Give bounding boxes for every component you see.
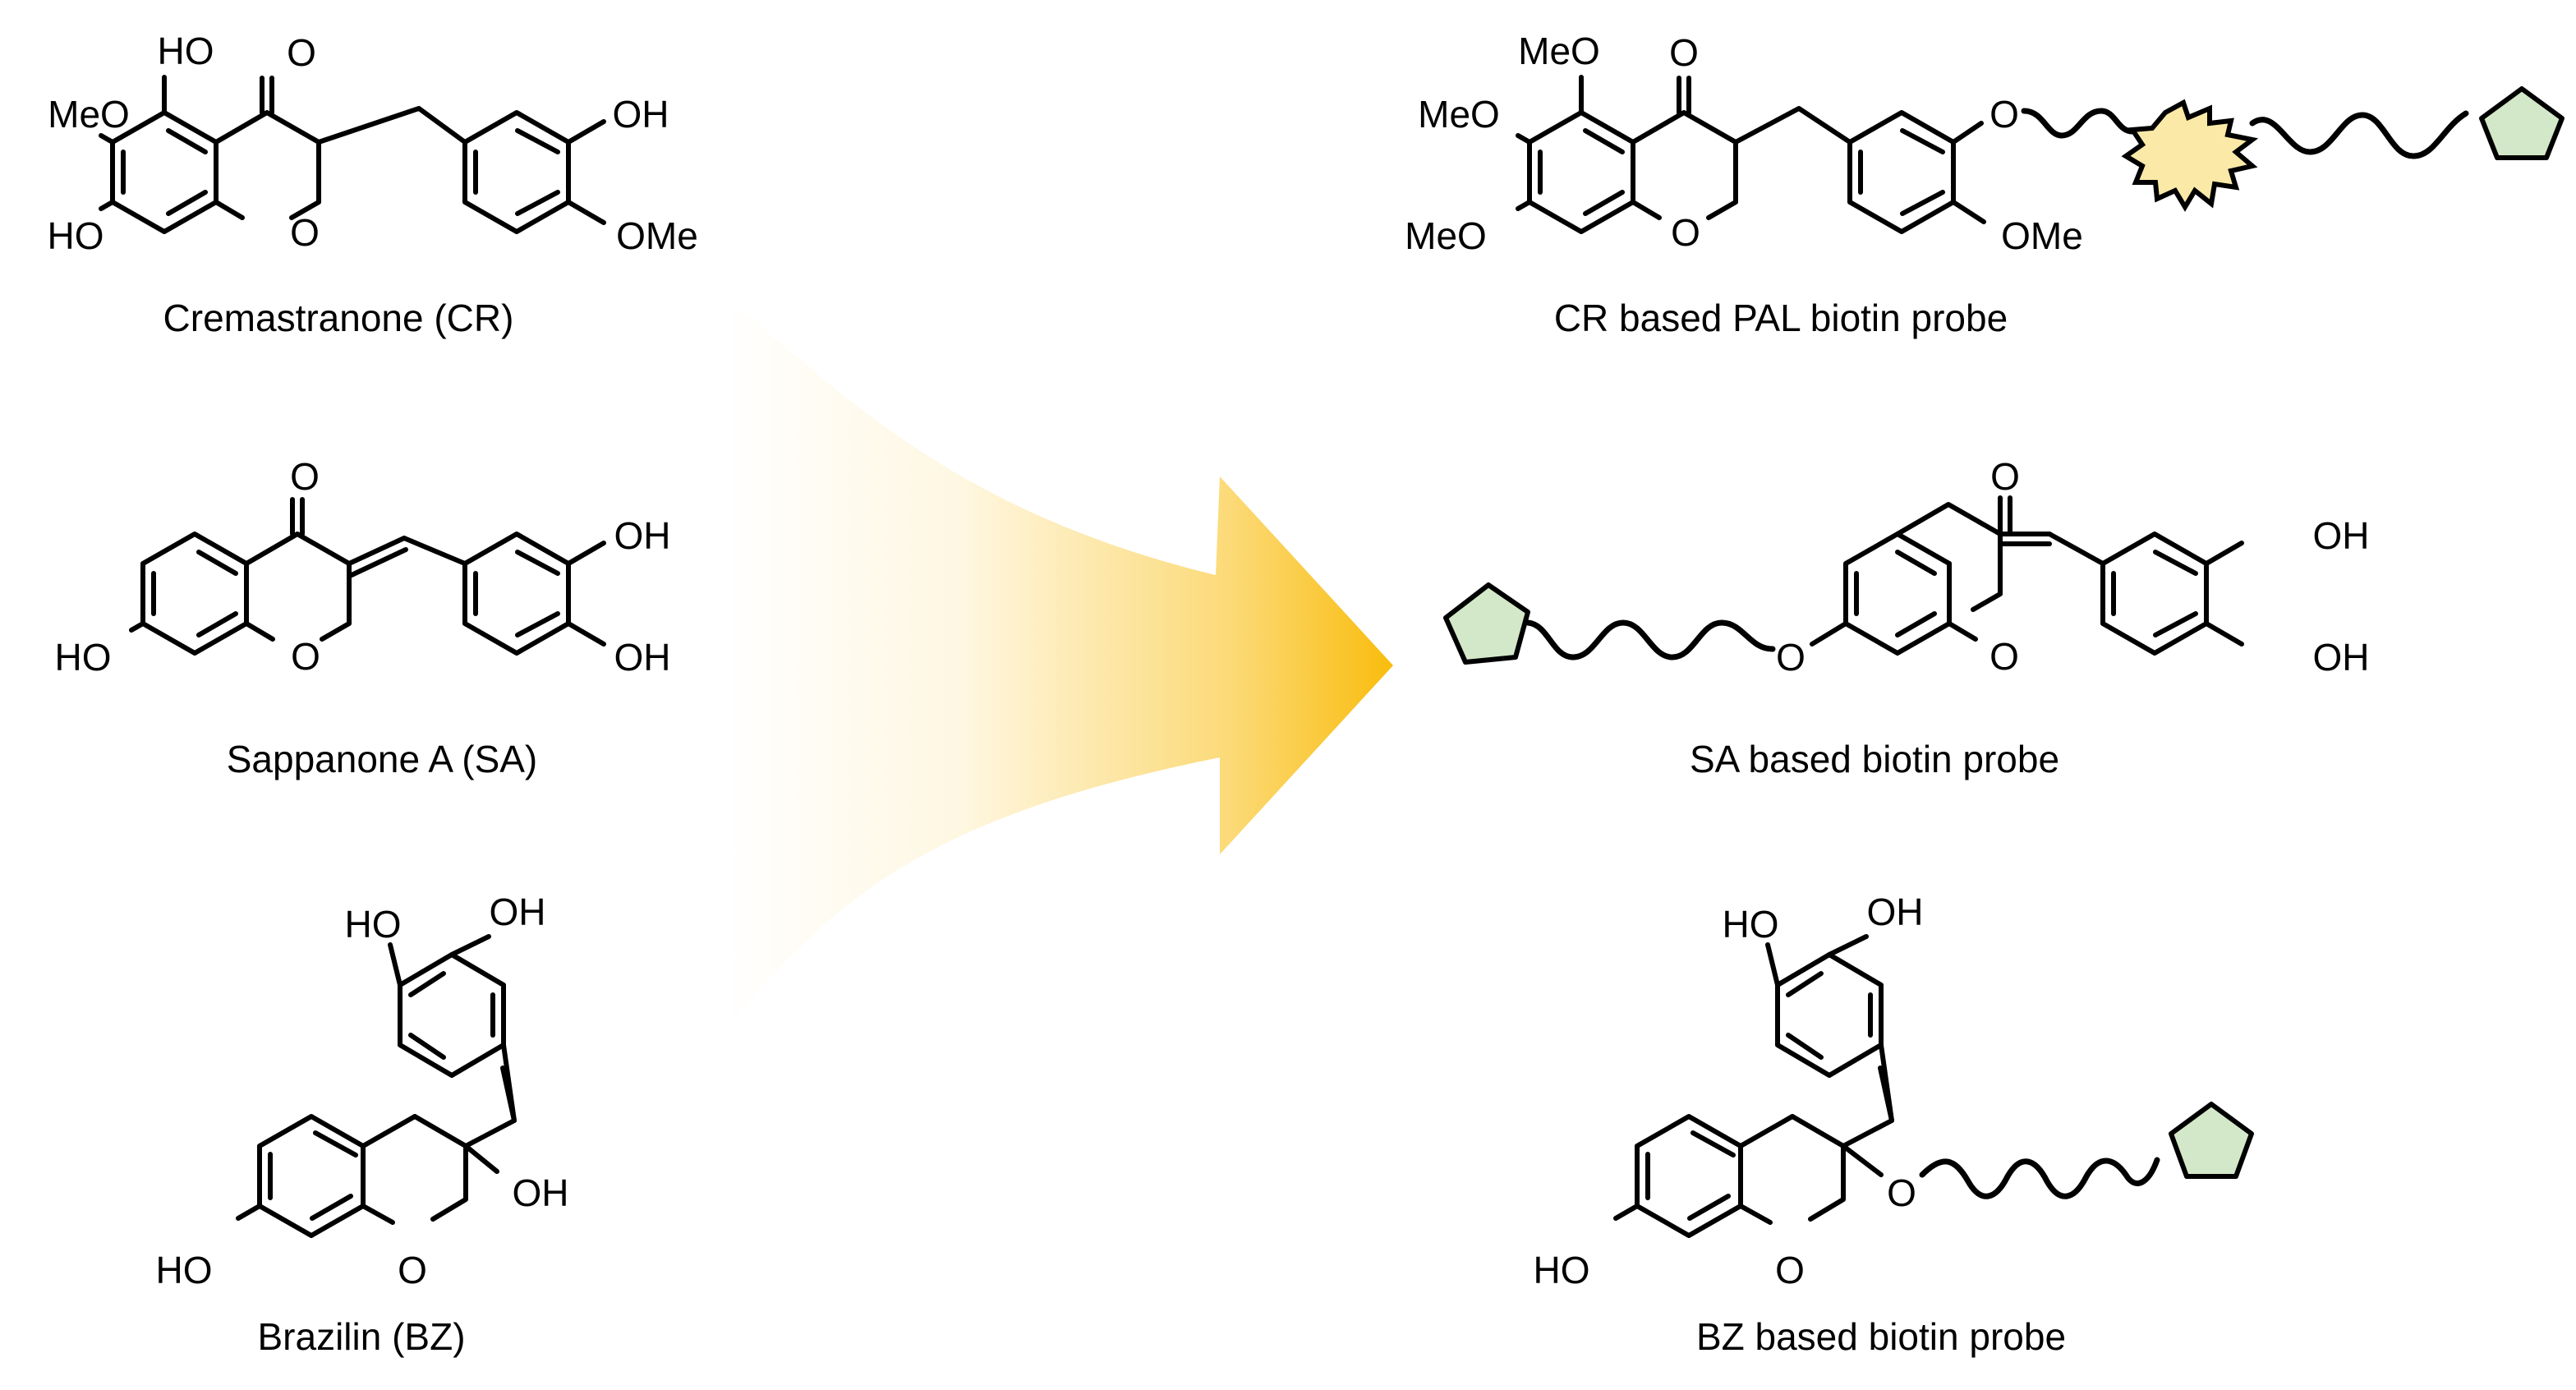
sap-link-o: O [1776, 636, 1806, 679]
bzp-ring-o: O [1775, 1249, 1805, 1291]
sa-ring-o: O [291, 635, 320, 678]
bzp-oh-top-right: OH [1867, 891, 1924, 933]
photo-crosslinker-icon [2121, 99, 2259, 212]
biotin-icon-bz [2169, 1102, 2254, 1179]
brazilin-structure: HO OH OH HO O [156, 891, 569, 1291]
cr-probe-linker-1 [2021, 108, 2136, 139]
sappanone-a-structure: O HO O OH OH [55, 455, 671, 679]
bzp-ho-bottom: HO [1534, 1249, 1590, 1291]
bz-oh-top-right: OH [490, 891, 546, 933]
cr-probe-caption: CR based PAL biotin probe [1554, 297, 2008, 339]
bz-probe-structure: HO OH O HO O [1534, 891, 2254, 1291]
biotin-icon-sa [1443, 582, 1530, 665]
bz-probe-linker [1919, 1157, 2160, 1199]
crp-meo-bottom: MeO [1405, 214, 1487, 257]
biotin-icon-cr [2479, 86, 2564, 160]
crp-oxo: O [1669, 31, 1699, 74]
cr-ho-bottom: HO [48, 214, 104, 257]
crp-ome: OMe [2001, 214, 2083, 257]
bzp-ho-top-left: HO [1723, 903, 1779, 946]
cr-ome: OMe [616, 214, 698, 257]
bz-caption: Brazilin (BZ) [257, 1315, 465, 1358]
bz-ring-o: O [398, 1249, 427, 1291]
sap-oh-bottom: OH [2313, 636, 2370, 679]
bz-probe-caption: BZ based biotin probe [1696, 1315, 2066, 1358]
crp-meo-top: MeO [1518, 30, 1600, 72]
sap-ring-o: O [1990, 635, 2019, 678]
sa-probe-structure: O O O OH OH [1443, 455, 2370, 679]
cr-oh: OH [613, 93, 669, 136]
cremastranone-structure: HO MeO HO O O OH OMe [48, 30, 698, 257]
cr-ho-top: HO [158, 30, 214, 72]
sa-oxo: O [290, 455, 320, 498]
cr-ring-o: O [290, 211, 320, 254]
cr-probe-linker-2 [2249, 110, 2469, 159]
sap-oh-top: OH [2313, 514, 2370, 557]
cr-meo: MeO [48, 93, 130, 136]
cr-oxo: O [287, 31, 316, 74]
sa-ho: HO [55, 636, 112, 679]
bzp-link-o: O [1887, 1171, 1916, 1214]
sa-caption: Sappanone A (SA) [227, 738, 538, 780]
cr-pal-probe-structure: MeO MeO MeO O O O OMe [1405, 30, 2564, 257]
bz-ho-bottom: HO [156, 1249, 213, 1291]
sa-probe-caption: SA based biotin probe [1690, 738, 2059, 780]
bz-oh-mid: OH [513, 1171, 569, 1214]
sa-oh-bottom: OH [614, 636, 671, 679]
crp-meo-mid: MeO [1418, 93, 1500, 136]
cr-caption: Cremastranone (CR) [163, 297, 514, 339]
conversion-arrow [723, 296, 1393, 1035]
bz-ho-top-left: HO [345, 903, 402, 946]
crp-ring-o: O [1671, 211, 1700, 254]
sa-oh-top: OH [614, 514, 671, 557]
sap-oxo: O [1990, 455, 2020, 498]
crp-link-o: O [1990, 93, 2019, 136]
sa-probe-linker [1525, 619, 1776, 660]
